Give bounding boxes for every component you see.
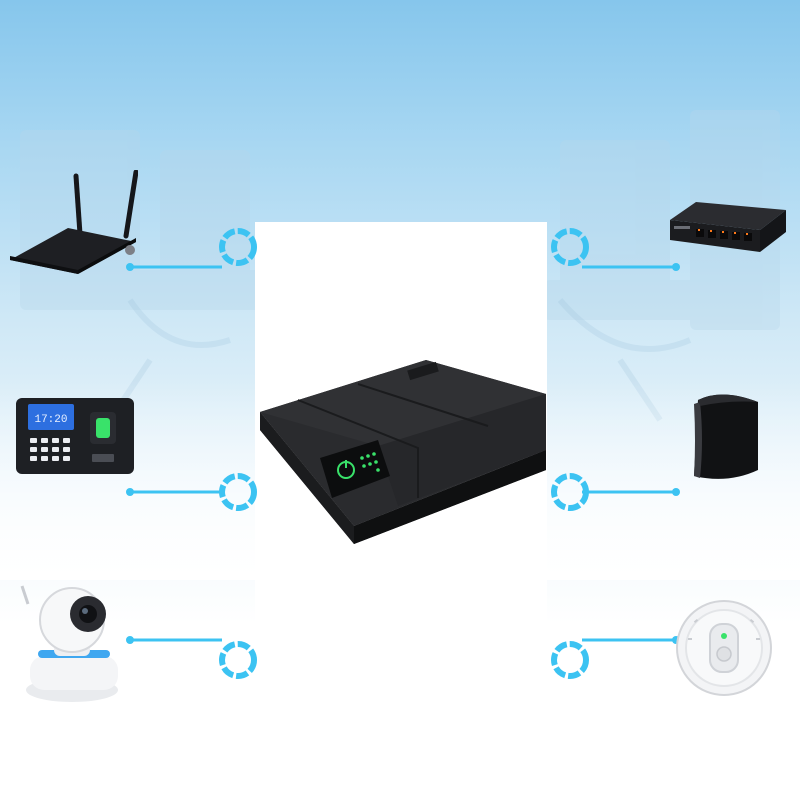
connector-ring-modem	[551, 473, 589, 511]
connector-ring-attendance	[219, 473, 257, 511]
fingerprint-attendance-icon: 17:20	[16, 398, 134, 474]
attendance-screen-time: 17:20	[34, 414, 67, 426]
connector-ring-router	[219, 228, 257, 266]
connector-ring-smoke	[551, 641, 589, 679]
ip-camera-icon	[20, 585, 118, 702]
connector-ring-switch	[551, 228, 589, 266]
modem-icon	[694, 394, 758, 479]
connector-ring-camera	[219, 641, 257, 679]
wifi-router-icon	[10, 170, 138, 274]
network-switch-icon	[670, 202, 786, 252]
smoke-detector-icon	[676, 600, 772, 696]
mini-ups-icon	[260, 360, 546, 544]
